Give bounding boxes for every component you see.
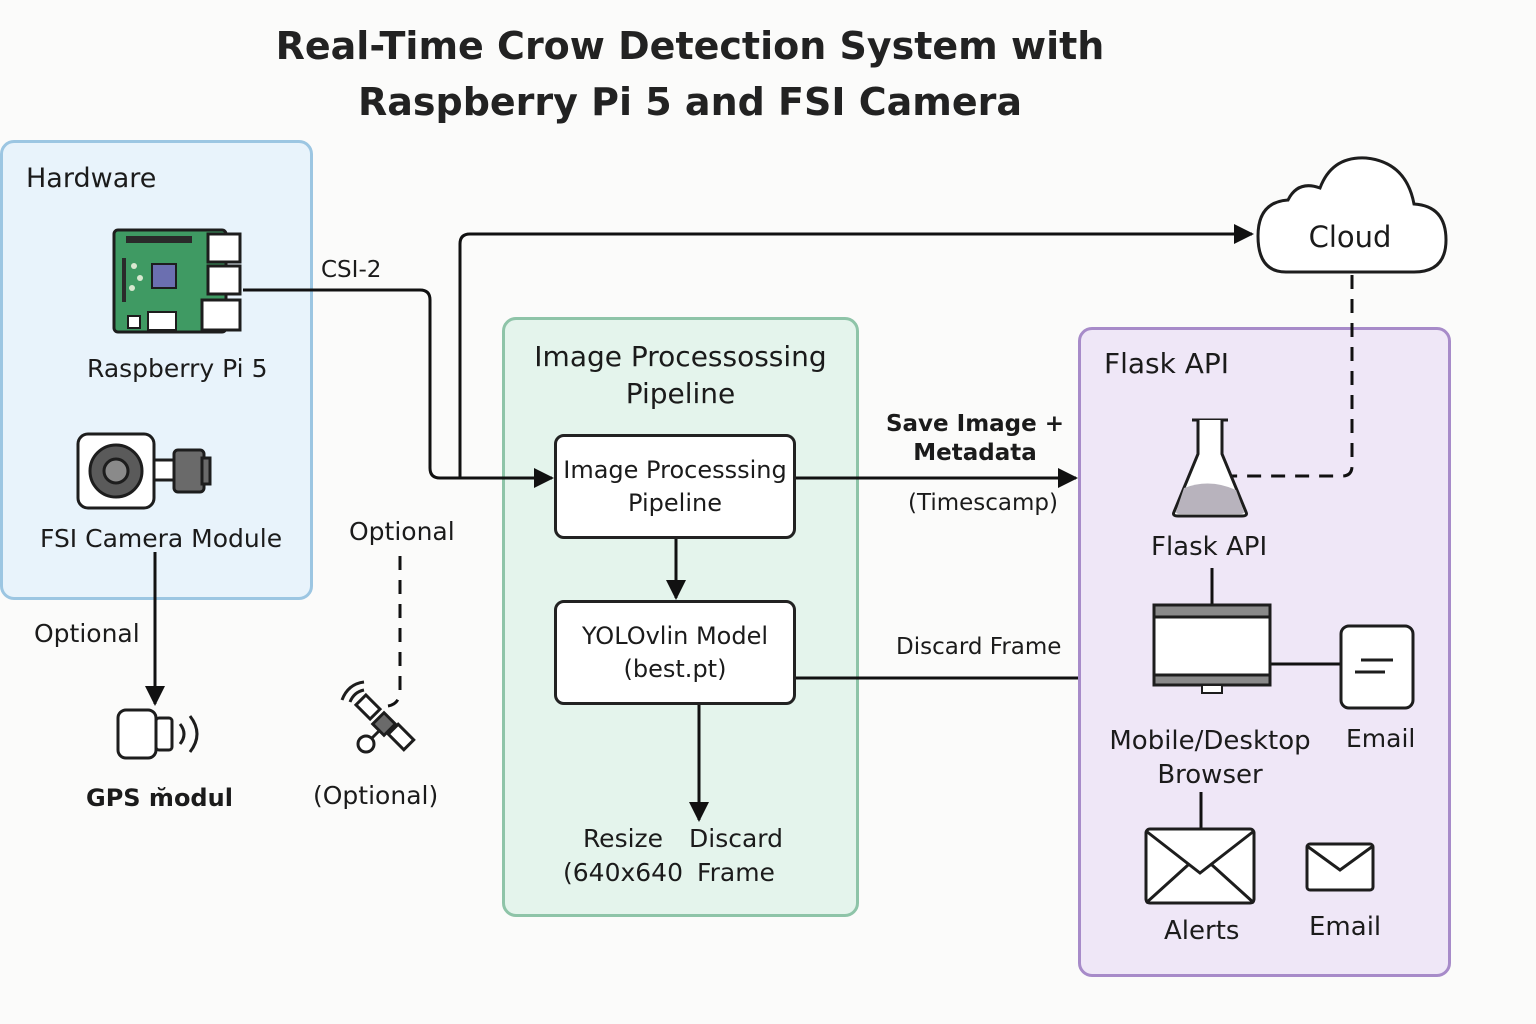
raspberry-pi-label: Raspberry Pi 5 xyxy=(87,354,268,383)
small-envelope-icon xyxy=(1305,842,1375,892)
yolo-model-box-line-2: (best.pt) xyxy=(623,654,727,683)
gps-module-icon xyxy=(112,706,212,766)
alerts-label: Alerts xyxy=(1164,916,1240,946)
resize-line-1: Resize xyxy=(582,824,664,853)
browser-label: Mobile/Desktop Browser xyxy=(1100,724,1320,792)
yolo-model-box: YOLOvlin Model (best.pt) xyxy=(554,600,796,705)
optional-satellite-dashed xyxy=(387,556,402,708)
title-line-1: Real-Time Crow Detection System with xyxy=(275,24,1105,68)
hardware-panel xyxy=(0,140,313,600)
camera-module-icon xyxy=(76,432,216,512)
camera-module-label: FSI Camera Module xyxy=(40,524,283,553)
image-processing-box: Image Processsing Pipeline xyxy=(554,434,796,539)
satellite-icon xyxy=(336,678,416,758)
browser-line-1: Mobile/Desktop xyxy=(1109,726,1311,756)
save-image-line-1: Save Image + xyxy=(885,411,1065,437)
image-processing-box-line-1: Image Processsing xyxy=(563,455,787,484)
save-image-label: Save Image + Metadata xyxy=(880,410,1070,468)
document-icon xyxy=(1339,624,1415,710)
pipeline-heading: Image Processossing Pipeline xyxy=(502,338,859,412)
resize-line-2: (640x640 xyxy=(563,858,683,887)
satellite-optional-label: (Optional) xyxy=(313,781,439,810)
pipeline-heading-line-2: Pipeline xyxy=(625,377,736,410)
csi-label: CSI-2 xyxy=(321,257,382,283)
discard-line-2: Frame xyxy=(697,858,775,887)
raspberry-pi-board-icon xyxy=(112,228,244,334)
discard-frame-label: Discard Frame xyxy=(896,634,1062,660)
optional-top-label: Optional xyxy=(349,517,455,546)
resize-output: Resize (640x640 xyxy=(560,822,686,890)
cloud-to-flask-dashed xyxy=(1232,275,1354,478)
diagram-title: Real-Time Crow Detection System with Ras… xyxy=(0,18,1380,130)
yolo-model-box-line-1: YOLOvlin Model xyxy=(581,621,769,650)
browser-line-2: Browser xyxy=(1157,760,1263,790)
timestamp-label: (Timescamp) xyxy=(908,490,1058,516)
envelope-icon xyxy=(1144,827,1256,905)
discard-output: Discard Frame xyxy=(684,822,788,890)
pipeline-heading-line-1: Image Processossing xyxy=(534,340,827,373)
hardware-optional-label: Optional xyxy=(34,619,140,648)
hardware-heading: Hardware xyxy=(26,163,157,194)
cloud-upload-connector xyxy=(458,224,1254,478)
flask-api-label: Flask API xyxy=(1151,532,1268,562)
monitor-icon xyxy=(1152,603,1272,699)
email-bottom-label: Email xyxy=(1309,912,1382,942)
title-line-2: Raspberry Pi 5 and FSI Camera xyxy=(357,80,1023,124)
gps-module-label: GPS m̆odul xyxy=(86,784,233,812)
cloud-icon xyxy=(1254,152,1450,278)
flask-heading: Flask API xyxy=(1104,347,1230,380)
csi-connector xyxy=(243,288,554,488)
save-image-line-2: Metadata xyxy=(913,440,1037,466)
discard-line-1: Discard xyxy=(689,824,783,853)
cloud-label: Cloud xyxy=(1308,220,1392,254)
email-top-label: Email xyxy=(1346,724,1416,753)
image-processing-box-line-2: Pipeline xyxy=(628,488,722,517)
flask-icon xyxy=(1170,414,1250,518)
